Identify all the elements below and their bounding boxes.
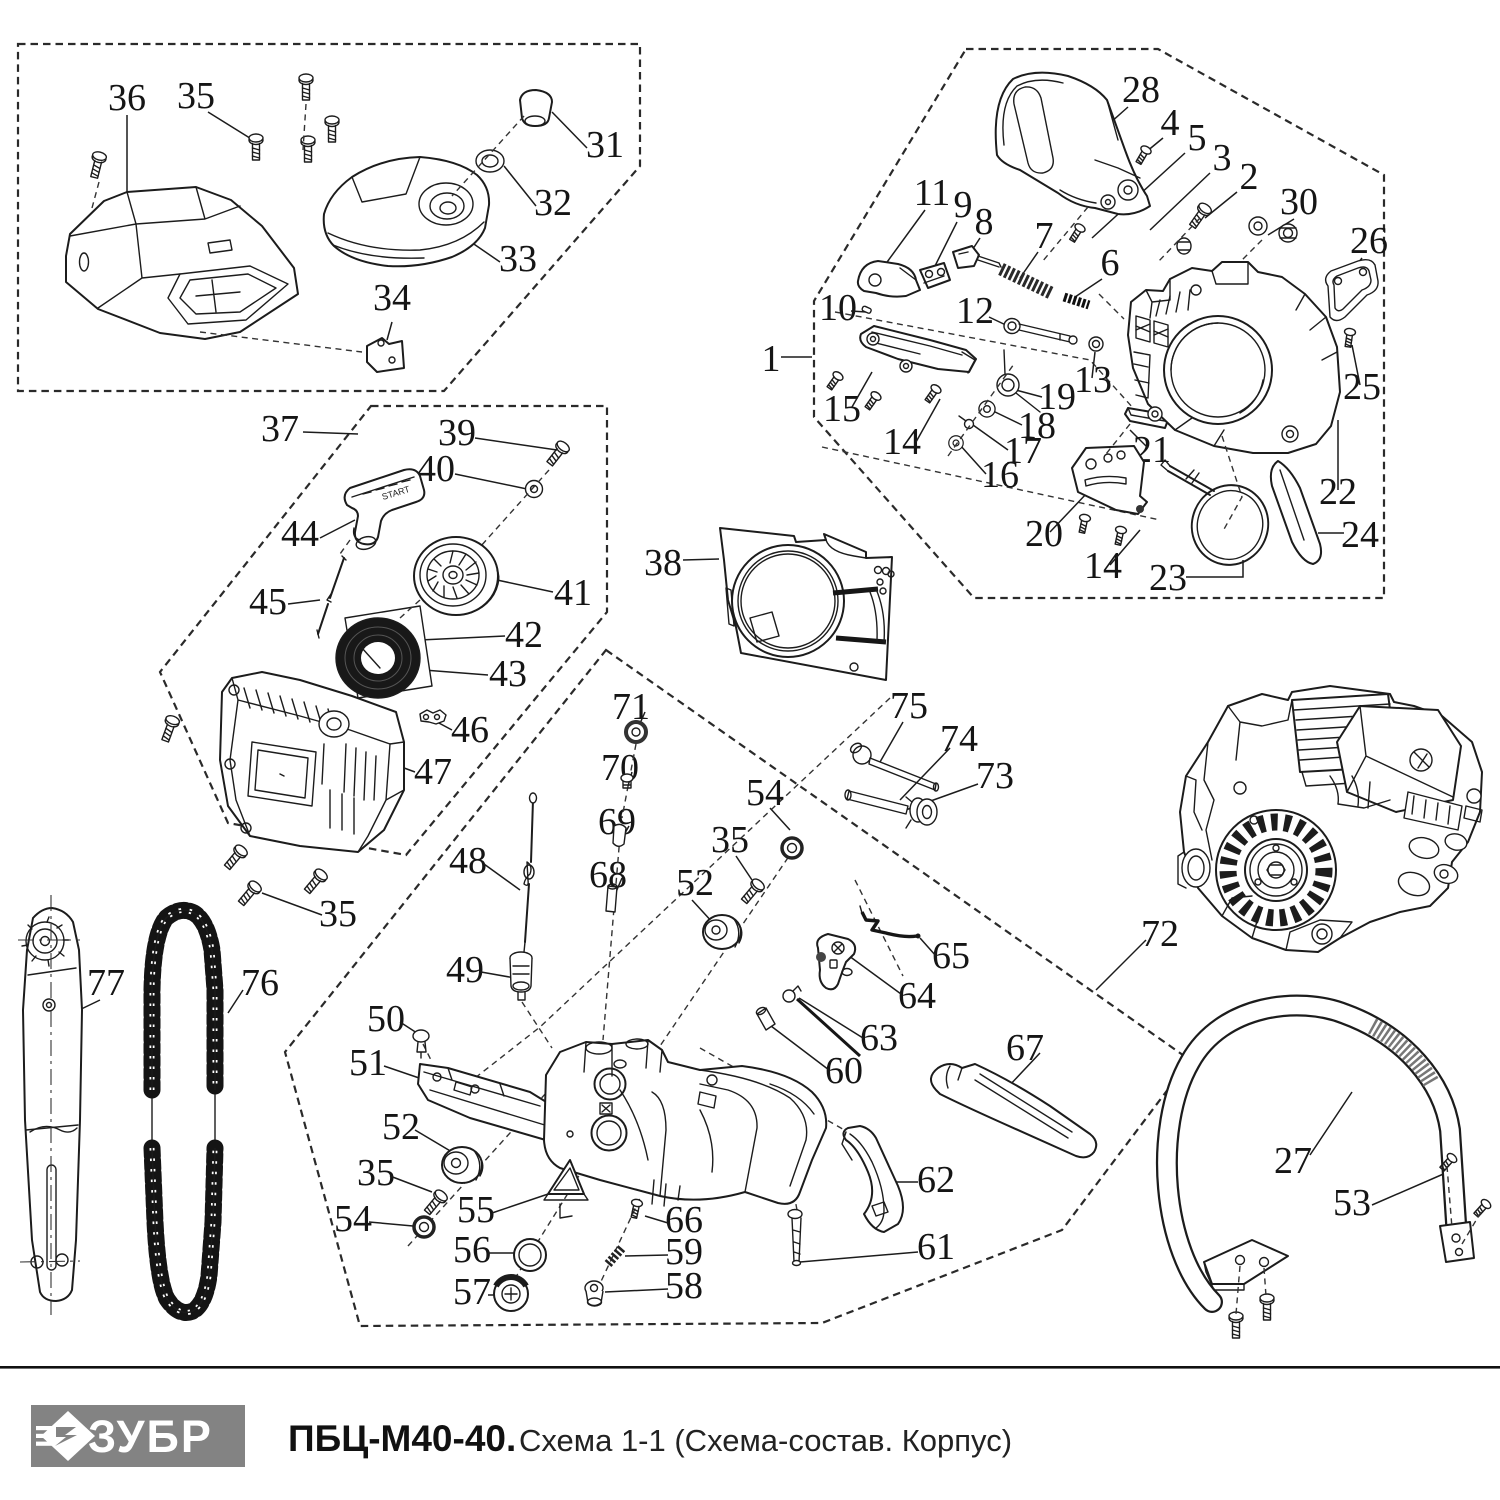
svg-text:70: 70 [601, 747, 639, 789]
svg-text:61: 61 [917, 1226, 955, 1268]
svg-text:30: 30 [1280, 181, 1318, 223]
svg-text:76: 76 [241, 962, 279, 1004]
svg-text:5: 5 [1188, 117, 1207, 159]
svg-text:75: 75 [890, 685, 928, 727]
svg-text:32: 32 [534, 182, 572, 224]
svg-text:36: 36 [108, 77, 146, 119]
svg-text:33: 33 [499, 238, 537, 280]
svg-text:14: 14 [1084, 545, 1122, 587]
svg-text:4: 4 [1161, 102, 1180, 144]
svg-text:53: 53 [1333, 1182, 1371, 1224]
svg-text:63: 63 [860, 1017, 898, 1059]
svg-text:16: 16 [981, 454, 1019, 496]
svg-text:7: 7 [1035, 215, 1054, 257]
svg-text:18: 18 [1018, 405, 1056, 447]
svg-text:66: 66 [665, 1199, 703, 1241]
svg-text:42: 42 [505, 614, 543, 656]
svg-text:56: 56 [453, 1229, 491, 1271]
svg-text:55: 55 [457, 1189, 495, 1231]
svg-text:43: 43 [489, 653, 527, 695]
svg-text:26: 26 [1350, 220, 1388, 262]
svg-text:74: 74 [940, 718, 978, 760]
svg-text:47: 47 [414, 751, 452, 793]
svg-text:77: 77 [87, 962, 125, 1004]
svg-text:51: 51 [349, 1042, 387, 1084]
svg-text:73: 73 [976, 755, 1014, 797]
svg-text:37: 37 [261, 408, 299, 450]
svg-text:10: 10 [819, 287, 857, 329]
svg-text:71: 71 [612, 686, 650, 728]
svg-text:Схема 1-1 (Схема-состав. Корпу: Схема 1-1 (Схема-состав. Корпус) [519, 1423, 1012, 1458]
svg-text:25: 25 [1343, 366, 1381, 408]
svg-text:35: 35 [711, 819, 749, 861]
svg-text:11: 11 [914, 172, 951, 214]
svg-text:52: 52 [676, 862, 714, 904]
svg-text:23: 23 [1149, 557, 1187, 599]
svg-text:35: 35 [357, 1152, 395, 1194]
svg-text:1: 1 [762, 338, 781, 380]
svg-text:2: 2 [1240, 156, 1259, 198]
svg-text:6: 6 [1101, 242, 1120, 284]
svg-text:24: 24 [1341, 514, 1379, 556]
svg-text:9: 9 [954, 184, 973, 226]
svg-text:15: 15 [823, 388, 861, 430]
svg-text:39: 39 [438, 412, 476, 454]
svg-text:72: 72 [1141, 913, 1179, 955]
svg-text:17: 17 [1004, 430, 1042, 472]
svg-text:34: 34 [373, 277, 411, 319]
svg-text:46: 46 [451, 709, 489, 751]
svg-text:35: 35 [177, 75, 215, 117]
svg-text:64: 64 [898, 975, 936, 1017]
svg-text:65: 65 [932, 935, 970, 977]
svg-text:44: 44 [281, 513, 319, 555]
svg-text:14: 14 [883, 421, 921, 463]
svg-text:27: 27 [1274, 1140, 1312, 1182]
svg-text:3: 3 [1213, 137, 1232, 179]
svg-text:60: 60 [825, 1050, 863, 1092]
svg-text:8: 8 [975, 201, 994, 243]
svg-text:57: 57 [453, 1271, 491, 1313]
svg-text:ПБЦ-М40-40.: ПБЦ-М40-40. [288, 1418, 516, 1459]
svg-text:50: 50 [367, 998, 405, 1040]
svg-text:62: 62 [917, 1159, 955, 1201]
svg-text:54: 54 [334, 1198, 372, 1240]
svg-text:48: 48 [449, 840, 487, 882]
svg-text:45: 45 [249, 581, 287, 623]
svg-text:28: 28 [1122, 69, 1160, 111]
svg-text:58: 58 [665, 1265, 703, 1307]
svg-text:20: 20 [1025, 513, 1063, 555]
svg-text:38: 38 [644, 542, 682, 584]
svg-text:40: 40 [417, 448, 455, 490]
svg-text:12: 12 [956, 290, 994, 332]
svg-text:52: 52 [382, 1106, 420, 1148]
svg-text:59: 59 [665, 1231, 703, 1273]
svg-text:54: 54 [746, 772, 784, 814]
svg-text:19: 19 [1038, 376, 1076, 418]
svg-text:49: 49 [446, 949, 484, 991]
svg-text:ЗУБР: ЗУБР [88, 1411, 213, 1462]
svg-text:41: 41 [554, 572, 592, 614]
svg-text:67: 67 [1006, 1027, 1044, 1069]
svg-text:35: 35 [319, 893, 357, 935]
svg-text:31: 31 [586, 124, 624, 166]
